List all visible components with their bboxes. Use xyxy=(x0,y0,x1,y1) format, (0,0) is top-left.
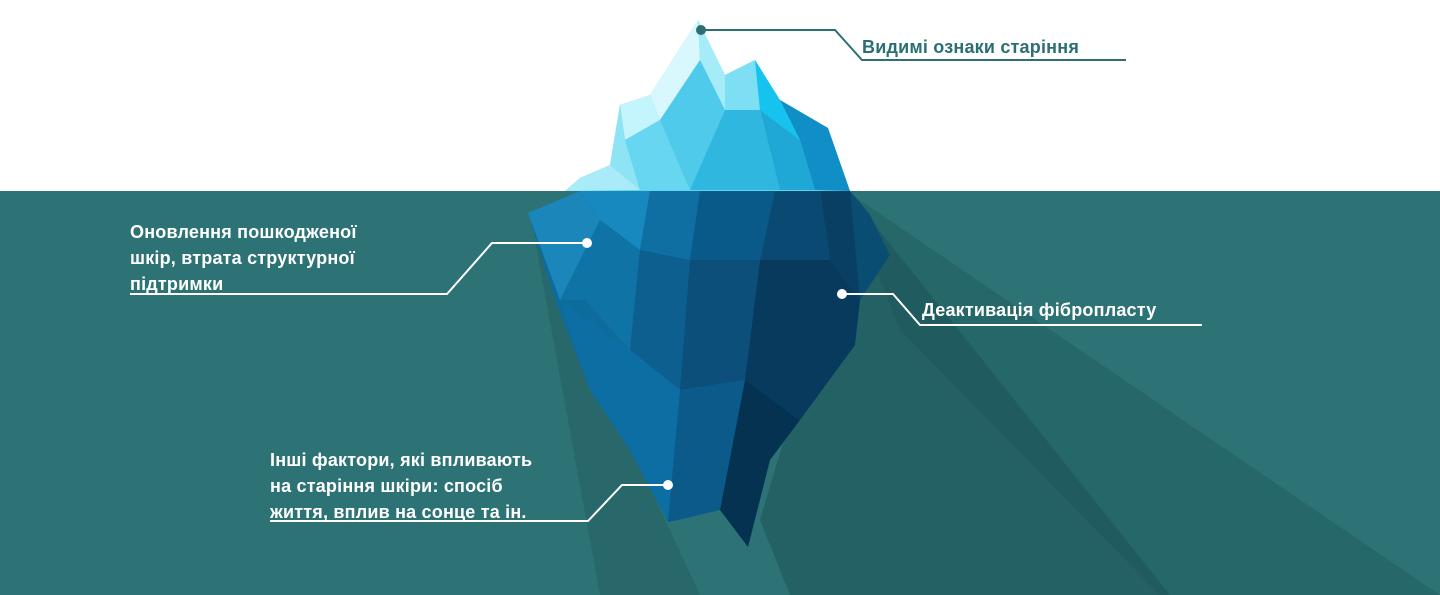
marker-skin-renewal xyxy=(582,238,592,248)
iceberg-tip-facet-2 xyxy=(698,20,725,110)
other-factors-label: Інші фактори, які впливають на старіння … xyxy=(270,450,533,522)
iceberg-tip-facet-4 xyxy=(610,105,640,190)
iceberg-facet-2 xyxy=(580,191,650,250)
iceberg-tip-facet-3 xyxy=(620,95,660,140)
iceberg-tip-facet-10 xyxy=(760,110,815,190)
iceberg-tip-facet-7 xyxy=(725,60,760,110)
iceberg-tip-facet-5 xyxy=(625,120,690,190)
iceberg-facet-14 xyxy=(720,380,800,547)
iceberg-facet-10 xyxy=(850,191,890,300)
iceberg-tip-facet-6 xyxy=(660,60,725,190)
iceberg-facet-5 xyxy=(630,250,690,390)
leader-line-other-factors xyxy=(270,484,668,522)
iceberg-facet-11 xyxy=(745,260,860,420)
iceberg-shadow-far xyxy=(845,190,1440,595)
marker-visible-signs xyxy=(696,25,706,35)
marker-other-factors xyxy=(663,480,673,490)
iceberg-tip-facet-12 xyxy=(565,165,640,191)
marker-fibroblast xyxy=(837,289,847,299)
iceberg-facet-1 xyxy=(528,191,600,300)
fibroblast-deactivation-label: Деактивація фібропласту xyxy=(922,300,1157,320)
visible-signs-label: Видимі ознаки старіння xyxy=(862,37,1080,57)
iceberg-facet-3 xyxy=(560,220,640,350)
iceberg-tip-facet-1 xyxy=(650,20,700,120)
leader-line-fibroblast xyxy=(842,293,1202,326)
iceberg-facet-12 xyxy=(560,300,680,522)
iceberg-facet-8 xyxy=(760,191,830,260)
leader-line-skin-renewal xyxy=(130,242,587,295)
iceberg-tip-facet-9 xyxy=(755,60,800,140)
iceberg-facet-4 xyxy=(640,191,700,260)
iceberg-tip-facet-11 xyxy=(780,100,850,191)
iceberg-facet-6 xyxy=(690,191,775,260)
iceberg-facet-13 xyxy=(668,380,745,522)
iceberg-facet-7 xyxy=(680,260,760,390)
leader-line-visible-signs xyxy=(701,29,1126,61)
skin-renewal-label: Оновлення пошкодженої шкір, втрата струк… xyxy=(130,222,357,294)
iceberg-shadow-near xyxy=(760,200,1170,595)
iceberg-tip-facet-8 xyxy=(690,110,780,190)
